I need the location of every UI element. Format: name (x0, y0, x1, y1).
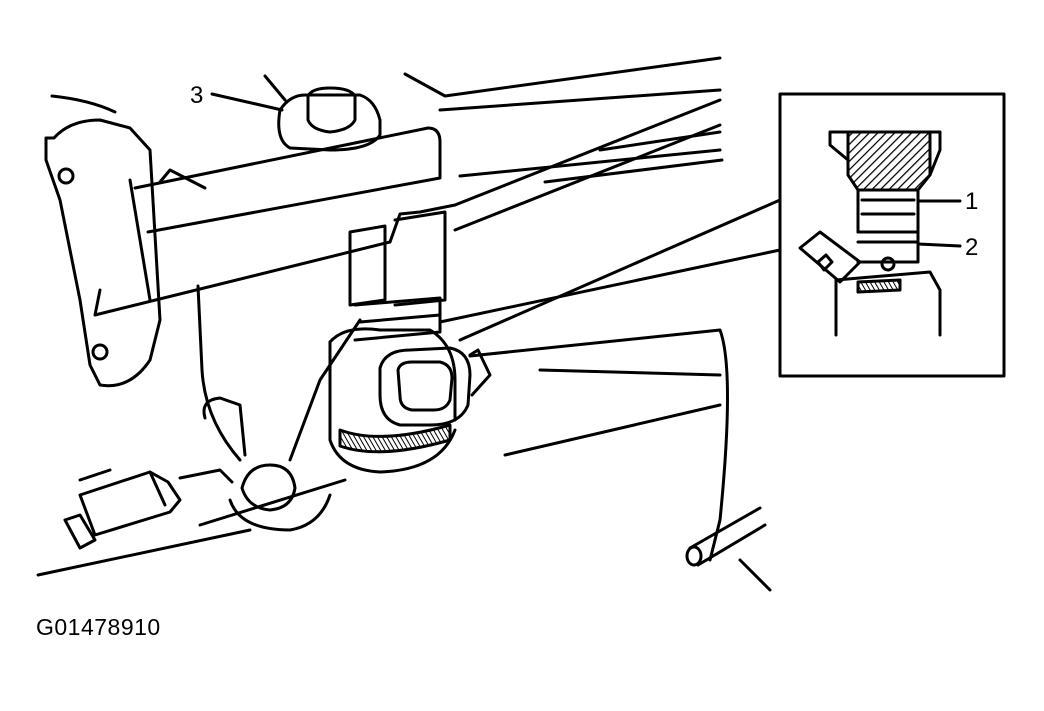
pipe-end (685, 506, 767, 567)
manifold-lower (198, 328, 772, 592)
engine-outline (36, 56, 724, 577)
inset-box (778, 92, 1006, 378)
fuel-injector (328, 210, 492, 474)
fuel-rail (93, 98, 722, 462)
leader-2 (916, 242, 962, 248)
inset-leader (458, 198, 782, 342)
leader-3 (210, 92, 284, 112)
callout-1-label: 1 (965, 188, 978, 215)
callout-leaders (210, 92, 962, 248)
bolt-lower (202, 396, 332, 532)
fuel-line-fitting (63, 468, 234, 550)
bolt-top (277, 86, 382, 152)
callout-2-label: 2 (965, 234, 978, 261)
callout-3-label: 3 (190, 82, 203, 109)
figure-id: G01478910 (36, 614, 161, 640)
mounting-bracket (44, 118, 162, 388)
inset-injector (798, 130, 942, 337)
inset-leader-2 (438, 248, 782, 324)
